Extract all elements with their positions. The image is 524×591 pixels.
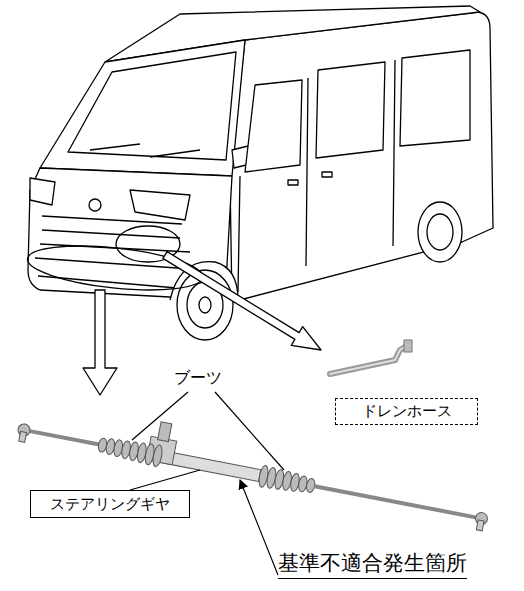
part-name-box: ドレンホース (335, 398, 478, 425)
steering-gear-drawing (16, 395, 494, 531)
part-label: ブーツ (174, 368, 222, 389)
part-name: ステアリングギヤ (50, 495, 170, 514)
leader-line (130, 392, 284, 575)
hollow-arrow (83, 252, 321, 395)
drain-hose-drawing (330, 340, 412, 374)
location-note: 基準不適合発生箇所 (278, 549, 467, 579)
part-name-box: ステアリングギヤ (30, 490, 190, 518)
part-name: ドレンホース (362, 402, 452, 421)
